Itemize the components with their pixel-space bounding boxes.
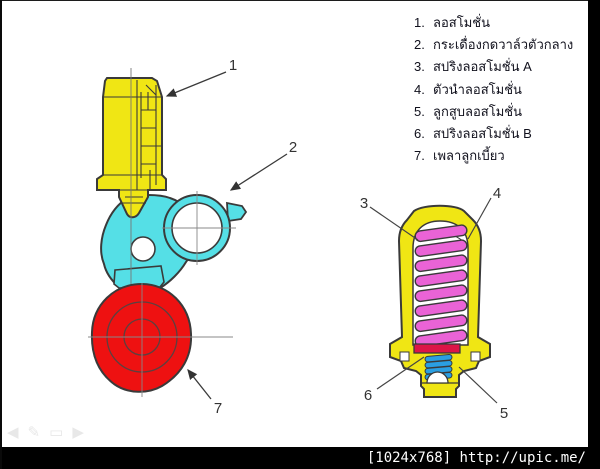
callout-label-1: 1 <box>229 57 237 74</box>
legend-item-label: สปริงลอสโมชั่น A <box>433 59 532 75</box>
legend-item: 7. เพลาลูกเบี้ยว <box>414 145 573 167</box>
right-guide-diagram: 3 4 6 5 <box>360 185 508 422</box>
legend-item-label: ลอสโมชั่น <box>433 14 490 30</box>
legend-item: 1. ลอสโมชั่น <box>414 11 573 33</box>
valve-mechanism-diagram: 1 2 7 <box>88 57 508 422</box>
legend-item-number: 5. <box>414 103 425 119</box>
legend-item-number: 4. <box>414 81 425 97</box>
legend-item: 5. ลูกสูบลอสโมชั่น <box>414 100 573 122</box>
legend-item-number: 2. <box>414 36 425 52</box>
callout-line-1 <box>165 71 227 97</box>
callout-line-5 <box>458 366 498 404</box>
edit-pencil-icon[interactable]: ✎ <box>27 424 41 441</box>
spring-a-coil <box>414 299 468 318</box>
flange-notch-left <box>399 351 410 362</box>
callout-label-5: 5 <box>500 405 508 422</box>
callout-line-3 <box>369 206 419 241</box>
legend-item-label: ตัวนำลอสโมชั่น <box>433 81 522 97</box>
spring-a-coil <box>414 239 468 258</box>
rocker-pivot-hole <box>130 236 156 262</box>
callout-label-3: 3 <box>360 195 368 212</box>
callout-label-2: 2 <box>289 139 297 156</box>
legend-item: 2. กระเดื่องกดวาล์วตัวกลาง <box>414 33 573 55</box>
legend-item: 6. สปริงลอสโมชั่น B <box>414 122 573 144</box>
legend-item-number: 3. <box>414 59 425 75</box>
next-arrow-icon[interactable]: ▶ <box>72 424 84 441</box>
legend-item-label: ลูกสูบลอสโมชั่น <box>433 103 522 119</box>
callout-label-6: 6 <box>364 387 372 404</box>
spring-a-coil <box>414 254 468 273</box>
legend-item-label: สปริงลอสโมชั่น B <box>433 126 532 142</box>
legend-item-number: 6. <box>414 126 425 142</box>
legend-item-number: 7. <box>414 148 425 164</box>
watermark-bar: [1024x768] http://upic.me/ <box>0 447 600 469</box>
frame-border-right <box>588 0 600 469</box>
image-icon[interactable]: ▭ <box>49 424 64 441</box>
piston-top <box>413 343 461 354</box>
callout-line-6 <box>376 356 425 390</box>
spring-a <box>414 224 468 348</box>
lost-motion-body <box>96 77 167 219</box>
piston-stem-notch <box>426 371 449 384</box>
frame-border-left <box>0 0 2 469</box>
flange-notch-right <box>470 351 481 362</box>
callout-line-4 <box>467 197 492 240</box>
cam-crosshair <box>88 283 233 397</box>
parts-legend: 1. ลอสโมชั่น 2. กระเดื่องกดวาล์วตัวกลาง … <box>414 11 573 167</box>
faint-toolbar: ◀ ✎ ▭ ▶ <box>7 425 84 441</box>
spring-a-coil <box>414 269 468 288</box>
callout-line-2 <box>229 153 288 191</box>
legend-item: 3. สปริงลอสโมชั่น A <box>414 56 573 78</box>
legend-item-label: เพลาลูกเบี้ยว <box>433 148 505 164</box>
callout-label-7: 7 <box>214 400 222 417</box>
left-assembly-diagram: 1 2 7 <box>88 57 297 417</box>
rocker-ring-crosshair <box>162 191 236 265</box>
spring-a-coil <box>414 224 468 243</box>
lost-motion-internal-lines <box>103 80 162 204</box>
legend-item-number: 1. <box>414 14 425 30</box>
rocker-arm-tab <box>226 201 248 223</box>
callout-line-7 <box>187 368 212 400</box>
spring-a-coil <box>414 284 468 303</box>
callout-label-4: 4 <box>493 185 501 202</box>
frame-border-top <box>0 0 600 1</box>
watermark-text: [1024x768] http://upic.me/ <box>366 450 586 466</box>
legend-item-label: กระเดื่องกดวาล์วตัวกลาง <box>433 36 574 52</box>
spring-a-coil <box>414 314 468 333</box>
prev-arrow-icon[interactable]: ◀ <box>7 424 19 441</box>
legend-item: 4. ตัวนำลอสโมชั่น <box>414 78 573 100</box>
